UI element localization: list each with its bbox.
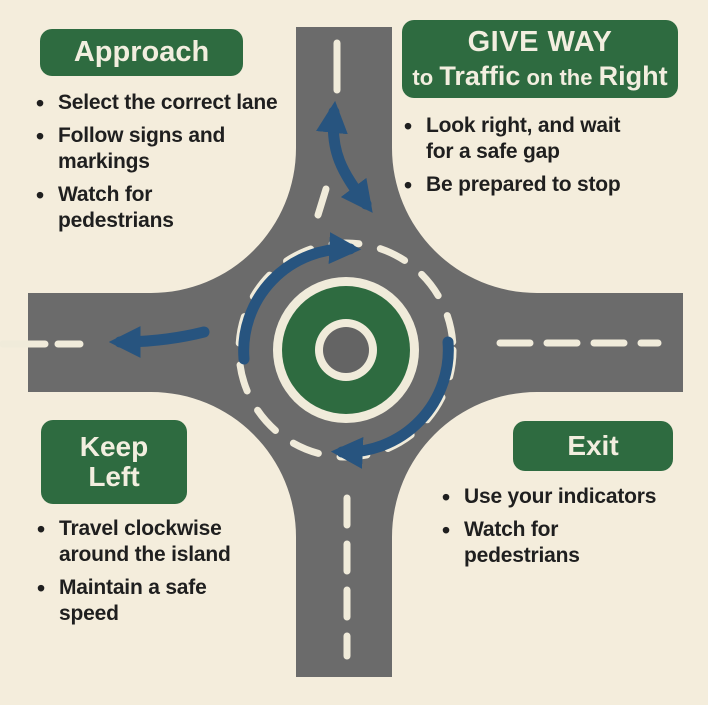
- give-way-bullets: • Look right, and wait for a safe gap • …: [404, 113, 684, 205]
- bullet-dot: •: [36, 182, 45, 208]
- give-way-title-line2: to Traffic on the Right: [412, 60, 668, 91]
- list-item: • Maintain a safe speed: [37, 575, 207, 625]
- keep-left-bullets: • Travel clockwise around the island • M…: [37, 516, 277, 634]
- bullet-dot: •: [36, 123, 45, 149]
- give-way-title-line1: GIVE WAY: [467, 26, 613, 59]
- keep-left-title-line1: Keep: [79, 430, 149, 462]
- bullet-dot: •: [404, 113, 413, 139]
- approach-panel: Approach: [40, 29, 243, 76]
- clockwise-arc-top-arrow: [238, 232, 362, 365]
- exit-bullets: • Use your indicators • Watch for pedest…: [442, 484, 682, 576]
- exit-panel: Exit: [513, 421, 673, 471]
- west-exit-arrow: [108, 326, 210, 358]
- list-item: • Follow signs and markings: [36, 123, 226, 173]
- island-center: [323, 327, 369, 373]
- approach-title: Approach: [73, 35, 210, 68]
- give-way-panel: GIVE WAY to Traffic on the Right: [402, 20, 678, 98]
- bullet-dot: •: [36, 90, 45, 116]
- approach-bullets: • Select the correct lane • Follow signs…: [36, 90, 288, 241]
- list-item: • Be prepared to stop: [404, 172, 621, 198]
- list-item: • Watch for pedestrians: [442, 517, 580, 567]
- bullet-dot: •: [404, 172, 413, 198]
- list-item: • Watch for pedestrians: [36, 182, 174, 232]
- list-item: • Look right, and wait for a safe gap: [404, 113, 621, 163]
- bullet-dot: •: [37, 575, 46, 601]
- bullet-dot: •: [37, 516, 46, 542]
- north-road-two-way-arrow: [316, 100, 373, 213]
- list-item: • Select the correct lane: [36, 90, 278, 116]
- clockwise-arc-bottom-arrow: [330, 336, 454, 469]
- bullet-dot: •: [442, 517, 451, 543]
- exit-title: Exit: [567, 429, 619, 461]
- keep-left-title-line2: Left: [88, 461, 140, 492]
- keep-left-panel: Keep Left: [41, 420, 187, 504]
- list-item: • Use your indicators: [442, 484, 657, 510]
- list-item: • Travel clockwise around the island: [37, 516, 231, 566]
- bullet-dot: •: [442, 484, 451, 510]
